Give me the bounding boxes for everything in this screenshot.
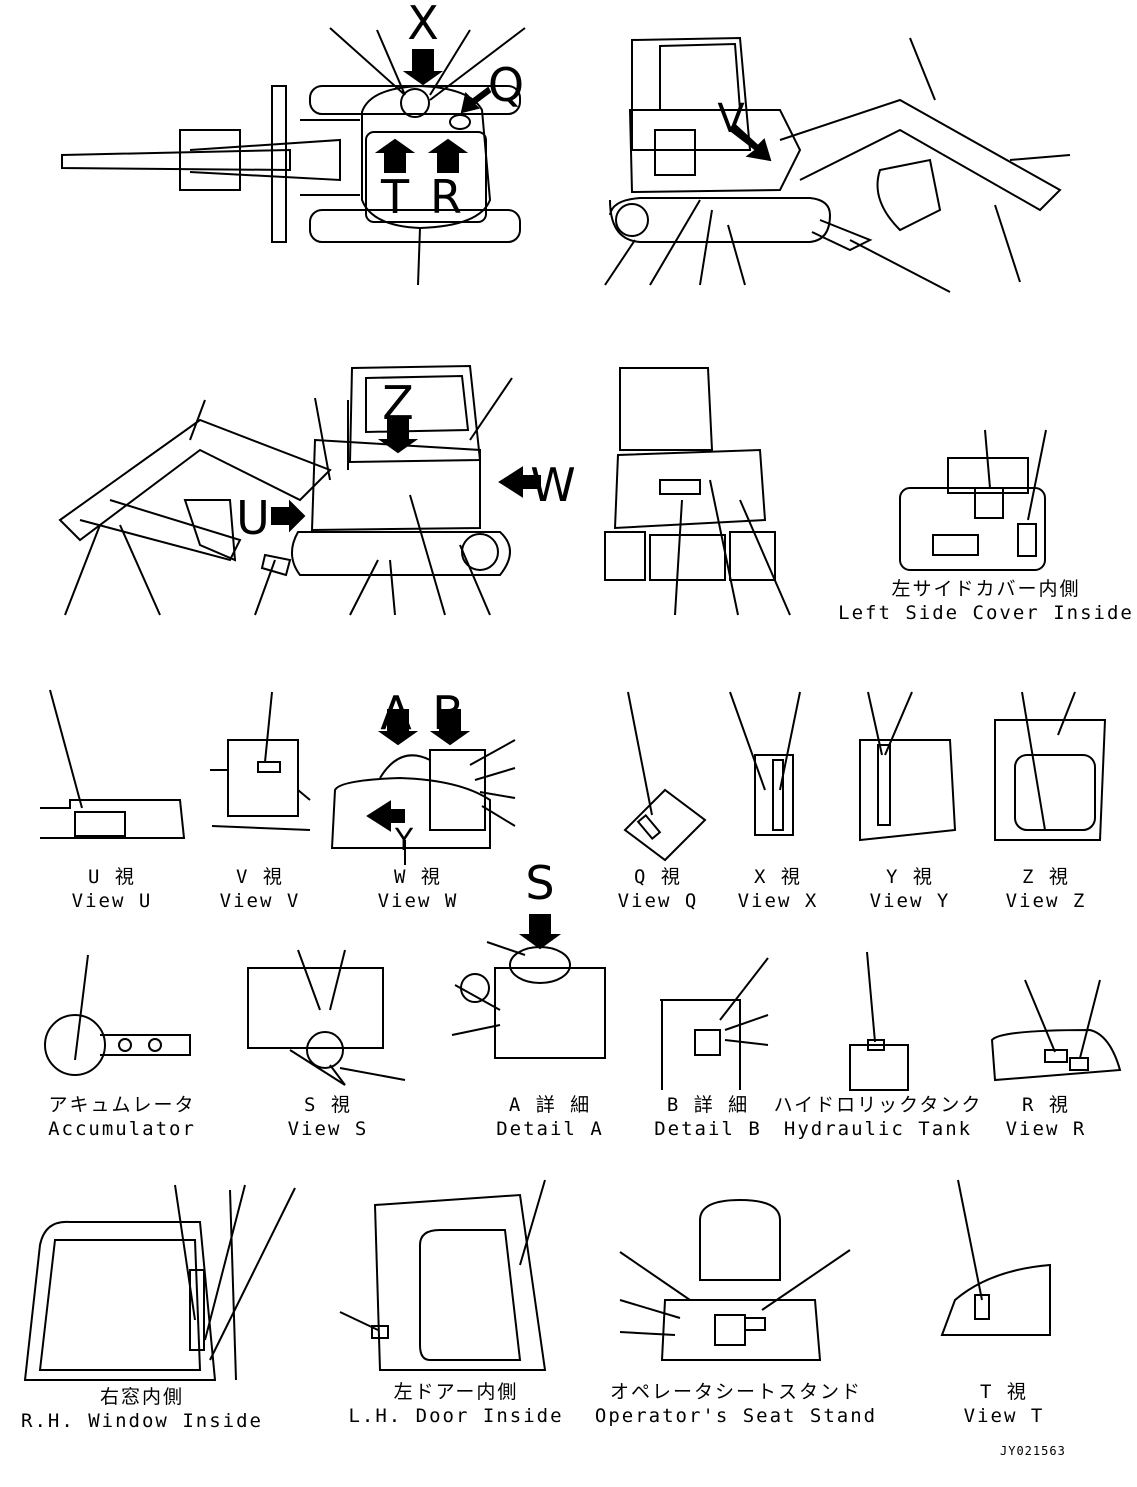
view-u-drawing <box>40 689 186 839</box>
view-s-drawing <box>247 949 406 1086</box>
left-side-cover-drawing <box>899 429 1047 571</box>
side-view-left-drawing <box>58 364 541 616</box>
view-marker-y: Y <box>394 823 414 858</box>
view-marker-a: A <box>380 686 412 740</box>
seat-stand-drawing <box>619 1198 851 1361</box>
view-marker-b: B <box>432 686 464 740</box>
view-z-drawing <box>994 691 1107 841</box>
view-marker-w: W <box>530 458 576 512</box>
view-y-drawing <box>859 691 957 842</box>
view-x-drawing <box>729 691 801 836</box>
rh-window-drawing <box>23 1184 296 1381</box>
accumulator-drawing <box>44 954 191 1076</box>
top-view-drawing <box>61 27 526 286</box>
view-marker-z: Z <box>382 376 414 430</box>
detail-a-drawing <box>451 914 606 1059</box>
side-view-right-drawing <box>604 36 1071 293</box>
view-marker-u: U <box>236 491 270 545</box>
view-marker-t: T <box>380 170 410 224</box>
view-marker-s: S <box>525 856 555 910</box>
view-w-drawing <box>330 709 516 865</box>
detail-b-drawing <box>660 957 769 1090</box>
view-marker-r: R <box>430 170 462 224</box>
view-marker-q: Q <box>487 58 525 112</box>
view-v-drawing <box>210 691 311 831</box>
rear-view-drawing <box>604 367 791 616</box>
view-q-drawing <box>623 691 707 862</box>
drawing-code: JY021563 <box>1000 1444 1066 1458</box>
lh-door-drawing <box>339 1179 547 1371</box>
hydraulic-tank-drawing <box>849 951 909 1091</box>
view-marker-x: X <box>407 0 439 50</box>
view-t-drawing <box>940 1179 1051 1336</box>
view-r-drawing <box>990 979 1122 1082</box>
view-marker-v: V <box>717 96 745 142</box>
